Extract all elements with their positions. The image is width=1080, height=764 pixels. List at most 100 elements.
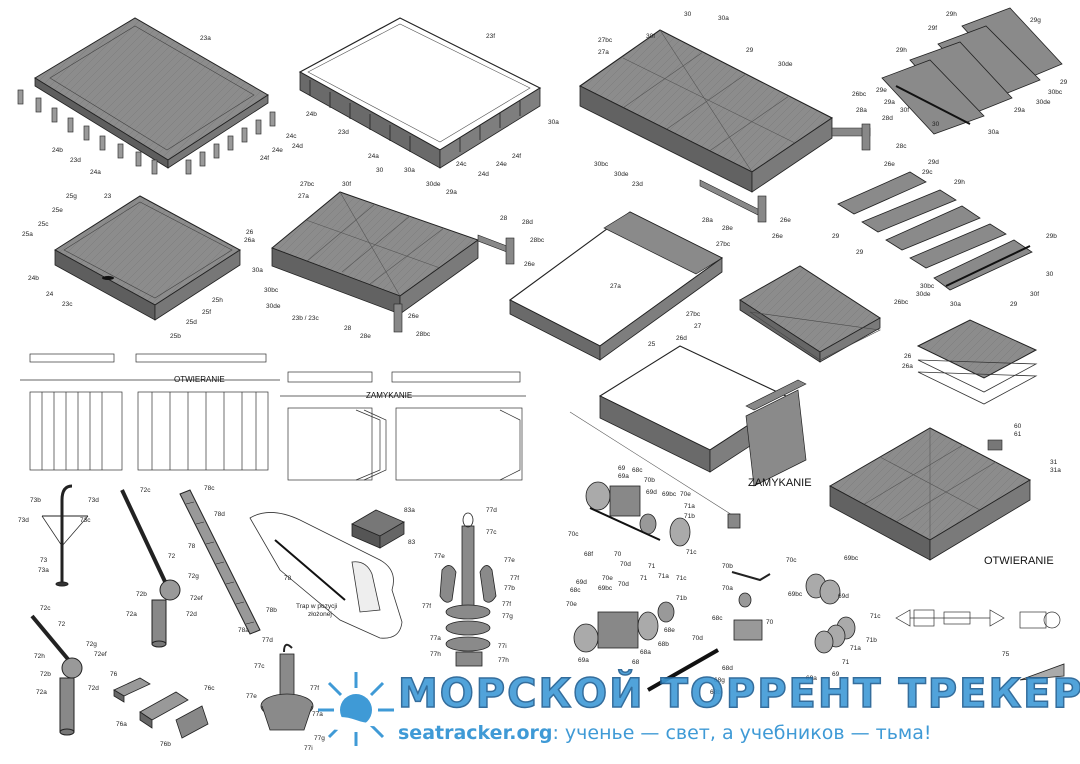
svg-text:25h: 25h xyxy=(212,297,223,304)
svg-text:30: 30 xyxy=(1046,271,1054,278)
svg-text:26bc: 26bc xyxy=(894,299,909,306)
svg-text:77c: 77c xyxy=(486,529,497,536)
svg-text:29a: 29a xyxy=(1014,107,1025,114)
svg-text:26: 26 xyxy=(246,229,254,236)
svg-text:70e: 70e xyxy=(602,575,613,582)
svg-text:78a: 78a xyxy=(238,627,249,634)
cleat-row xyxy=(17,89,276,175)
svg-text:26bc: 26bc xyxy=(852,91,867,98)
hatch-cover-23a xyxy=(34,17,269,169)
svg-text:28d: 28d xyxy=(522,219,533,226)
svg-text:69bc: 69bc xyxy=(788,591,803,598)
svg-text:24b: 24b xyxy=(306,111,317,118)
svg-text:23b / 23c: 23b / 23c xyxy=(292,315,319,322)
svg-text:72ef: 72ef xyxy=(190,595,203,602)
svg-text:29: 29 xyxy=(1010,301,1018,308)
hatch-cover-30 xyxy=(271,191,515,333)
svg-text:71a: 71a xyxy=(850,645,861,652)
sun-logo-icon xyxy=(318,672,394,746)
svg-text:68b: 68b xyxy=(710,689,721,696)
svg-text:78b: 78b xyxy=(266,607,277,614)
svg-text:68b: 68b xyxy=(658,641,669,648)
svg-text:24b: 24b xyxy=(28,275,39,282)
anchor-77-exploded xyxy=(439,512,497,667)
svg-text:68c: 68c xyxy=(712,615,723,622)
winch-drums-right xyxy=(647,571,856,692)
svg-text:77e: 77e xyxy=(434,553,445,560)
svg-text:72a: 72a xyxy=(126,611,137,618)
svg-text:24c: 24c xyxy=(286,133,297,140)
svg-text:24c: 24c xyxy=(456,161,467,168)
svg-text:73a: 73a xyxy=(38,567,49,574)
svg-text:26e: 26e xyxy=(524,261,535,268)
svg-text:24b: 24b xyxy=(52,147,63,154)
svg-text:73: 73 xyxy=(40,557,48,564)
svg-text:77a: 77a xyxy=(312,711,323,718)
svg-text:60: 60 xyxy=(1014,423,1022,430)
stacked-panels-26bc xyxy=(739,265,881,363)
svg-text:71: 71 xyxy=(648,563,656,570)
svg-text:30a: 30a xyxy=(988,129,999,136)
svg-text:27bc: 27bc xyxy=(598,37,613,44)
svg-text:72d: 72d xyxy=(88,685,99,692)
svg-text:71c: 71c xyxy=(676,575,687,582)
svg-text:69bc: 69bc xyxy=(598,585,613,592)
svg-text:30f: 30f xyxy=(646,33,655,40)
hatch-cover-29 xyxy=(578,29,871,223)
svg-text:30bc: 30bc xyxy=(264,287,279,294)
svg-text:77h: 77h xyxy=(498,657,509,664)
svg-text:77f: 77f xyxy=(422,603,431,610)
svg-text:23c: 23c xyxy=(62,301,73,308)
svg-text:68c: 68c xyxy=(632,467,643,474)
coaming-frame-zamykanie xyxy=(569,345,807,521)
block-83 xyxy=(351,509,405,549)
coaming-frame-27 xyxy=(508,211,724,361)
svg-text:77c: 77c xyxy=(254,663,265,670)
svg-text:złożonej: złożonej xyxy=(308,611,332,618)
svg-text:28a: 28a xyxy=(702,217,713,224)
svg-text:28d: 28d xyxy=(882,115,893,122)
svg-text:27a: 27a xyxy=(610,283,621,290)
svg-text:29h: 29h xyxy=(946,11,957,18)
svg-text:29b: 29b xyxy=(1046,233,1057,240)
svg-text:77f: 77f xyxy=(310,685,319,692)
svg-text:25b: 25b xyxy=(170,333,181,340)
svg-text:70d: 70d xyxy=(692,635,703,642)
winch-assembly-top xyxy=(585,481,741,547)
svg-text:69d: 69d xyxy=(576,579,587,586)
watermark-title: МОРСКОЙ ТОРРЕНТ ТРЕКЕР xyxy=(397,670,1080,718)
svg-text:77d: 77d xyxy=(262,637,273,644)
svg-text:30bc: 30bc xyxy=(594,161,609,168)
svg-text:71: 71 xyxy=(842,659,850,666)
hatch-cover-otwieranie xyxy=(828,427,1032,561)
svg-text:30a: 30a xyxy=(950,301,961,308)
exploded-panels-top xyxy=(881,7,1063,135)
svg-text:23a: 23a xyxy=(200,35,211,42)
captions: OTWIERANIE ZAMYKANIE ZAMYKANIE OTWIERANI… xyxy=(174,375,1054,618)
svg-text:29d: 29d xyxy=(928,159,939,166)
svg-text:OTWIERANIE: OTWIERANIE xyxy=(174,375,225,384)
svg-text:29g: 29g xyxy=(1030,17,1041,24)
svg-text:28a: 28a xyxy=(856,107,867,114)
svg-text:72g: 72g xyxy=(86,641,97,648)
svg-text:76: 76 xyxy=(110,671,118,678)
watermark-slogan: : ученье — свет, а учебников — тьма! xyxy=(552,722,932,744)
svg-text:24a: 24a xyxy=(368,153,379,160)
svg-text:30: 30 xyxy=(932,121,940,128)
svg-text:77e: 77e xyxy=(504,557,515,564)
svg-text:31a: 31a xyxy=(1050,467,1061,474)
svg-text:25d: 25d xyxy=(186,319,197,326)
watermark-tagline: seatracker.org: ученье — свет, а учебник… xyxy=(398,722,932,744)
svg-text:23d: 23d xyxy=(70,157,81,164)
anchor-77-assembled xyxy=(260,643,314,731)
svg-text:23f: 23f xyxy=(486,33,495,40)
svg-text:25g: 25g xyxy=(66,193,77,200)
svg-text:69bc: 69bc xyxy=(844,555,859,562)
svg-text:77d: 77d xyxy=(486,507,497,514)
svg-text:29: 29 xyxy=(746,47,754,54)
crane-72-lower xyxy=(30,614,83,736)
svg-text:77e: 77e xyxy=(246,693,257,700)
svg-text:23d: 23d xyxy=(632,181,643,188)
svg-text:68f: 68f xyxy=(584,551,593,558)
svg-text:68d: 68d xyxy=(722,665,733,672)
